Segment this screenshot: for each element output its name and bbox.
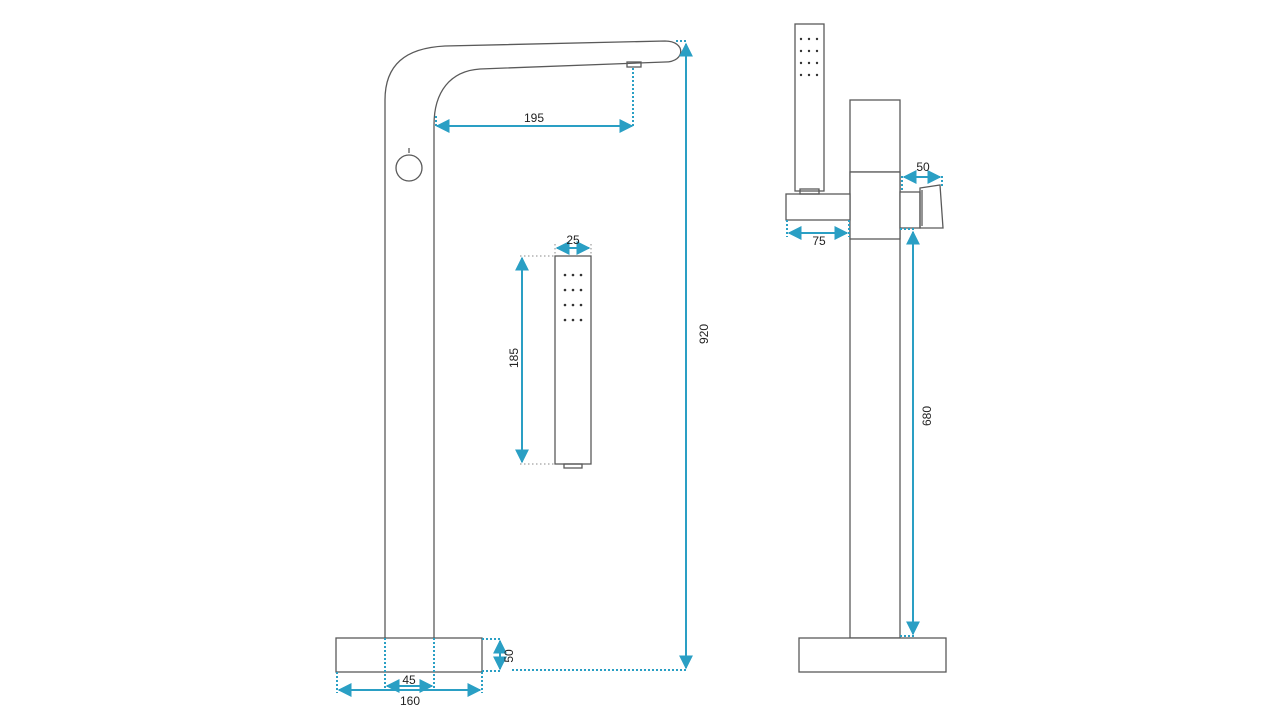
side-spray-nozzles bbox=[799, 37, 819, 77]
dim-handshower-length: 185 bbox=[507, 255, 555, 465]
dim-label-base-height: 50 bbox=[502, 649, 516, 663]
dim-label-spout-reach: 195 bbox=[524, 111, 544, 125]
spray-nozzles bbox=[563, 273, 583, 322]
faucet-body bbox=[384, 40, 682, 638]
dim-label-mount-depth: 75 bbox=[812, 234, 826, 248]
mixer-knob bbox=[395, 154, 423, 182]
dim-label-handshower-width: 25 bbox=[566, 233, 580, 247]
dim-holder-depth: 50 bbox=[901, 160, 943, 190]
spout-aerator bbox=[626, 61, 642, 68]
dim-mount-depth: 75 bbox=[786, 220, 850, 248]
dim-total-height: 920 bbox=[512, 40, 711, 671]
handshower-detail bbox=[554, 255, 592, 469]
side-base bbox=[798, 637, 947, 673]
dim-label-holder-height: 680 bbox=[920, 406, 934, 426]
side-handshower-connector bbox=[799, 188, 820, 195]
side-mount-block bbox=[849, 171, 901, 240]
dim-handshower-width: 25 bbox=[554, 233, 592, 256]
faucet-side-view bbox=[785, 23, 947, 673]
dim-label-total-height: 920 bbox=[697, 324, 711, 344]
faucet-base bbox=[335, 637, 483, 673]
side-handshower bbox=[794, 23, 825, 192]
dim-label-holder-depth: 50 bbox=[916, 160, 930, 174]
dim-label-base-width: 160 bbox=[400, 694, 420, 708]
dim-base-height: 50 bbox=[482, 638, 516, 672]
dim-label-handshower-length: 185 bbox=[507, 348, 521, 368]
dim-base-width: 160 bbox=[336, 672, 483, 708]
side-wall-bracket bbox=[899, 184, 944, 229]
dim-holder-height: 680 bbox=[900, 228, 934, 637]
handshower-body bbox=[554, 255, 592, 465]
dim-label-column-width: 45 bbox=[402, 673, 416, 687]
side-handshower-holder bbox=[785, 193, 851, 221]
dim-spout-reach: 195 bbox=[435, 68, 634, 133]
handshower-connector bbox=[563, 463, 583, 469]
